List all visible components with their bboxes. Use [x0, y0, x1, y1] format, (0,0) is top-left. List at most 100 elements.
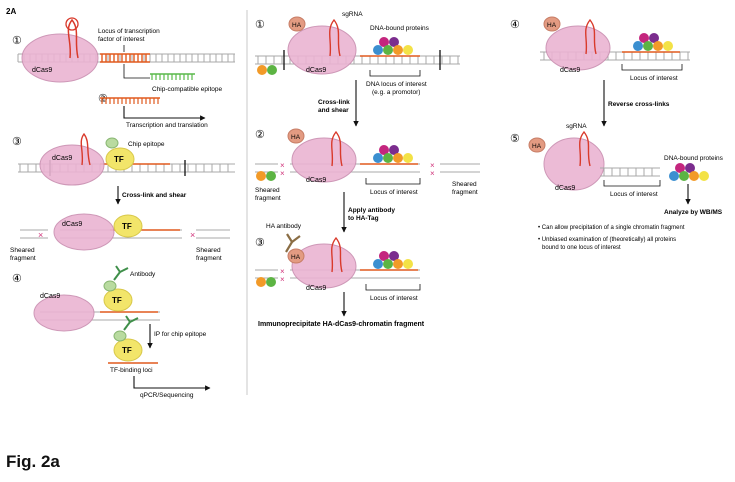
protein-cluster: [633, 33, 673, 51]
ha-label: HA: [547, 22, 557, 29]
locus-label: Locus of interest: [370, 295, 418, 302]
protein-dot: [256, 277, 266, 287]
locus-label: DNA locus of interest: [366, 81, 427, 88]
step-number: ④: [12, 273, 22, 285]
sgrna-hairpin: [67, 18, 79, 59]
cross-mark: ×: [430, 169, 435, 178]
chip-epitope-label: Chip epitope: [128, 141, 165, 148]
sheared-label: fragment: [452, 189, 478, 196]
antibody-icon: [285, 233, 301, 253]
sgrna-hairpin: [331, 130, 343, 167]
cross-mark: ×: [280, 275, 285, 284]
step-number: ③: [255, 237, 265, 249]
ha-label: HA: [291, 134, 301, 141]
dcas9-label: dCas9: [560, 67, 580, 74]
chip-epitope-tag: [105, 137, 119, 149]
sgrna-hairpin: [579, 130, 591, 167]
free-dna: [600, 167, 660, 177]
locus-bracket: [621, 64, 683, 71]
dcas9-label: dCas9: [555, 185, 575, 192]
sgrna-label: sgRNA: [342, 11, 363, 18]
sheared-label: fragment: [10, 255, 36, 262]
step-number: ①: [255, 19, 265, 31]
arrow-label: to HA-Tag: [348, 215, 379, 222]
locus-label: Locus of interest: [610, 191, 658, 198]
sheared-label: fragment: [255, 195, 281, 202]
step-number: ③: [12, 136, 22, 148]
arrow-label: Cross-link: [318, 99, 350, 106]
bullet-text: • Unbiased examination of (theoretically…: [538, 237, 676, 243]
bullet-text: bound to one locus of interest: [542, 245, 621, 251]
sgrna-hairpin: [80, 132, 91, 166]
sheared-label: Sheared: [196, 247, 221, 254]
cross-mark: ×: [280, 267, 285, 276]
final-label: Immunoprecipitate HA-dCas9-chromatin fra…: [258, 321, 425, 328]
panel-label: 2A: [6, 7, 16, 16]
locus-label: Locus of transcription: [98, 28, 160, 35]
arrow-label: qPCR/Sequencing: [140, 392, 194, 399]
tf-label: TF: [114, 155, 124, 164]
sheared-label: Sheared: [10, 247, 35, 254]
dna-bound-label: DNA-bound proteins: [370, 25, 430, 32]
sgrna-hairpin: [331, 236, 343, 273]
step-number: ②: [255, 129, 265, 141]
arrow-label: Reverse cross-links: [608, 101, 670, 108]
locus-label: Locus of interest: [370, 189, 418, 196]
dcas9-label: dCas9: [40, 293, 60, 300]
dcas9-label: dCas9: [306, 67, 326, 74]
locus-label: (e.g. a promotor): [372, 89, 420, 96]
dna-strand: [255, 55, 460, 65]
ha-tag: [287, 128, 305, 144]
dcas9-protein: [53, 213, 115, 251]
locus-label: Locus of interest: [630, 75, 678, 82]
epitope-label: Chip-compatible epitope: [152, 86, 222, 93]
protein-cluster: [373, 251, 413, 269]
dcas9-protein: [291, 137, 357, 183]
dcas9-label: dCas9: [306, 177, 326, 184]
bullet-text: • Can allow precipitation of a single ch…: [538, 225, 685, 231]
fragment-dna: [255, 163, 480, 173]
locus-bracket: [603, 180, 661, 187]
protein-dot: [267, 65, 277, 75]
chip-epitope-tag: [113, 330, 127, 342]
arrow-label: Transcription and translation: [126, 122, 208, 129]
tf-protein: [113, 214, 143, 238]
protein-cluster: [373, 145, 413, 163]
tf-label: TF: [122, 222, 132, 231]
protein-dot: [266, 171, 276, 181]
locus-red: [100, 53, 150, 63]
protein-dot: [266, 277, 276, 287]
dcas9-label: dCas9: [62, 221, 82, 228]
dcas9-protein: [33, 294, 95, 332]
tf-protein: [103, 288, 133, 312]
ha-label: HA: [292, 22, 302, 29]
chip-epitope-tag: [103, 280, 117, 292]
dcas9-protein: [543, 137, 605, 191]
dcas9-label: dCas9: [52, 155, 72, 162]
ha-label: HA: [291, 254, 301, 261]
arrow-label: and shear: [318, 107, 349, 114]
step-number: ⑤: [510, 133, 520, 145]
dcas9-label: dCas9: [306, 285, 326, 292]
ip-label: IP for chip epitope: [154, 331, 207, 338]
dcas9-protein: [39, 144, 105, 186]
figure-caption: Fig. 2a: [6, 452, 60, 471]
cross-mark: ×: [430, 161, 435, 170]
dcas9-label: dCas9: [32, 67, 52, 74]
ha-label: HA: [532, 143, 542, 150]
step-number: ②: [98, 93, 108, 105]
antibody-icon: [113, 265, 129, 281]
tf-label: TF: [112, 296, 122, 305]
sgrna-loop: [65, 17, 79, 31]
cross-mark: ×: [280, 169, 285, 178]
antibody-icon: [123, 315, 139, 331]
tf-protein: [113, 338, 143, 362]
step-number: ④: [510, 19, 520, 31]
ha-antibody-label: HA antibody: [266, 223, 302, 230]
ha-tag: [528, 137, 546, 153]
dcas9-protein: [545, 25, 611, 71]
ha-tag: [287, 248, 305, 264]
down-arrow: [123, 64, 150, 79]
analyze-label: Analyze by WB/MS: [664, 209, 723, 216]
